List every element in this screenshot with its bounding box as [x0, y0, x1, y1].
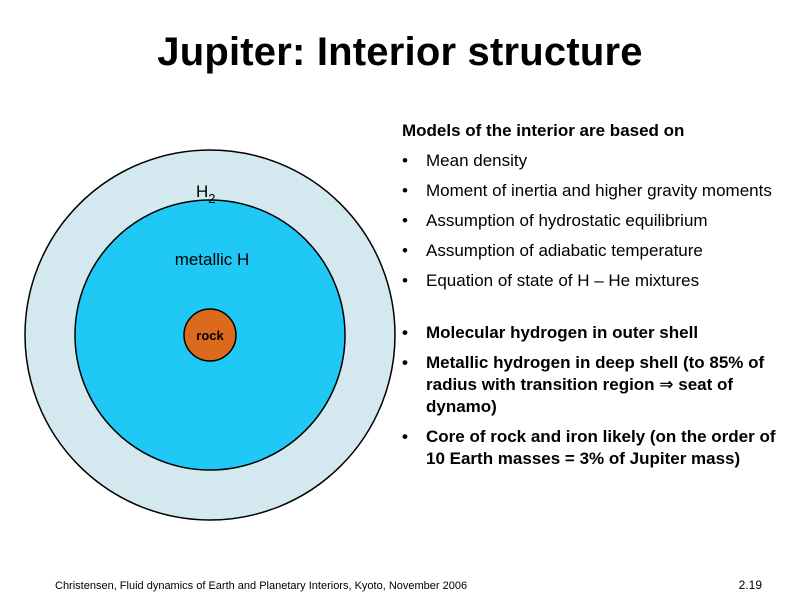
list-item-text: Assumption of adiabatic temperature [426, 241, 703, 260]
bullet-glyph: • [402, 211, 408, 230]
list-item-text: Moment of inertia and higher gravity mom… [426, 181, 772, 200]
list-item: • Moment of inertia and higher gravity mo… [402, 180, 782, 202]
rock-core [183, 308, 237, 362]
bullets-heading: Models of the interior are based on [402, 121, 685, 140]
model-basis-list: • Mean density • Moment of inertia and hig… [402, 150, 782, 292]
bullet-text-block: Models of the interior are based on • Mea… [402, 120, 782, 478]
list-item: • Mean density [402, 150, 782, 172]
list-item: • Equation of state of H – He mixtures [402, 270, 782, 292]
middle-layer-label: metallic H [175, 250, 250, 269]
outer-layer-label: H2 [196, 182, 216, 206]
list-item: • Molecular hydrogen in outer shell [402, 322, 782, 344]
slide-title: Jupiter: Interior structure [157, 30, 643, 74]
bullet-glyph: • [402, 241, 408, 260]
bullet-glyph: • [402, 353, 408, 372]
list-item: • Metallic hydrogen in deep shell (to 85%… [402, 352, 782, 418]
list-item: • Assumption of adiabatic temperature [402, 240, 782, 262]
list-item-text: Molecular hydrogen in outer shell [426, 323, 699, 342]
list-item-text: Mean density [426, 151, 528, 170]
list-spacer [402, 300, 782, 322]
bullet-glyph: • [402, 323, 408, 342]
outer-layer-label-text: H [196, 182, 208, 201]
list-item: • Assumption of hydrostatic equilibrium [402, 210, 782, 232]
list-item-text: Core of rock and iron likely (on the ord… [426, 427, 776, 468]
list-item-text: Equation of state of H – He mixtures [426, 271, 700, 290]
interior-structure-diagram: H2 metallic H rock [24, 149, 396, 521]
outer-layer-label-subscript: 2 [208, 191, 215, 206]
list-item-text: Assumption of hydrostatic equilibrium [426, 211, 708, 230]
bullet-glyph: • [402, 151, 408, 170]
bullet-glyph: • [402, 271, 408, 290]
list-item: • Core of rock and iron likely (on the or… [402, 426, 782, 470]
footer-citation: Christensen, Fluid dynamics of Earth and… [55, 580, 468, 592]
bullet-glyph: • [402, 427, 408, 446]
list-item-text: Metallic hydrogen in deep shell (to 85% … [426, 353, 765, 416]
slide-number: 2.19 [738, 578, 762, 592]
bullet-glyph: • [402, 181, 408, 200]
core-label: rock [196, 328, 224, 343]
structure-findings-list: • Molecular hydrogen in outer shell • Meta… [402, 322, 782, 470]
